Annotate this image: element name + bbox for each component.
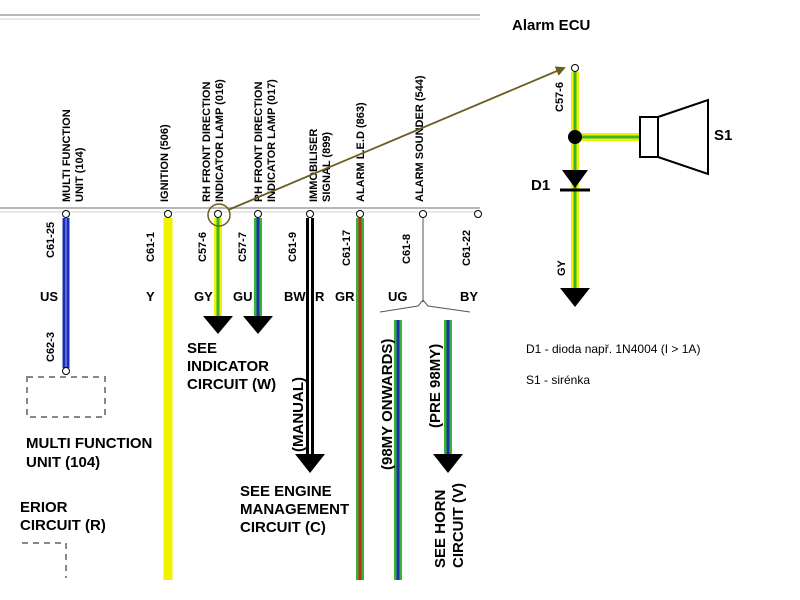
onwards-98my-label: (98MY ONWARDS) [379,339,396,470]
arrow-c57-7 [243,316,273,334]
mfu-label-2: UNIT (104) [26,454,100,471]
code-by: BY [460,289,478,304]
mfu-label-1: MULTI FUNCTION [26,435,152,452]
terminal-c57-7 [254,210,262,218]
arrow-pre-98my [433,454,463,473]
code-gy-ecu: GY [556,259,568,276]
conn-c61-9: C61-9 [287,232,299,262]
terminal-ecu-c57-6 [571,64,579,72]
terminal-c62-3 [62,367,70,375]
conn-c57-6: C57-6 [197,232,209,262]
multi-function-unit-box [26,376,106,418]
label-alarm-sounder: ALARM SOUNDER (544) [414,75,426,202]
label-d1: D1 [531,177,550,194]
note-s1: S1 - sirénka [526,373,590,387]
interior-label-1: ERIOR [20,499,68,516]
label-rh-front-017-2: INDICATOR LAMP (017) [266,79,278,202]
conn-ecu-c57-6: C57-6 [554,82,566,112]
diode-d1 [562,170,588,188]
code-gy: GY [194,289,213,304]
label-multi-function-1: MULTI FUNCTION [61,109,73,202]
diagram-title: Alarm ECU [512,17,590,34]
see-indicator-3: CIRCUIT (W) [187,376,276,393]
label-multi-function-2: UNIT (104) [74,147,86,202]
terminal-c61-1 [164,210,172,218]
junction-dot [568,130,582,144]
conn-c61-1: C61-1 [145,232,157,262]
terminal-c57-6 [214,210,222,218]
code-bw: BW [284,289,306,304]
label-rh-front-017-1: RH FRONT DIRECTION [253,82,265,202]
code-r: R [315,289,325,304]
terminal-c61-25 [62,210,70,218]
siren-s1-body [639,116,659,158]
annotation-circle [207,203,231,227]
pre-98my-label: (PRE 98MY) [427,344,444,428]
interior-label-2: CIRCUIT (R) [20,517,106,534]
wire-split-bracket [379,299,471,313]
see-indicator-2: INDICATOR [187,358,269,375]
conn-c61-25: C61-25 [45,222,57,258]
see-engine-3: CIRCUIT (C) [240,519,326,536]
conn-c61-17: C61-17 [341,230,353,266]
arrow-ecu-ground [560,288,590,307]
annotation-arrow [227,66,566,211]
conn-c57-7: C57-7 [237,232,249,262]
see-horn-2: CIRCUIT (V) [450,483,467,568]
terminal-c61-9 [306,210,314,218]
arrow-c57-6 [203,316,233,334]
arrow-c61-9 [295,454,325,473]
siren-s1-horn [657,98,709,176]
label-rh-front-016-2: INDICATOR LAMP (016) [214,79,226,202]
label-s1: S1 [714,127,732,144]
terminal-c61-8 [419,210,427,218]
see-indicator-1: SEE [187,340,217,357]
see-engine-1: SEE ENGINE [240,483,332,500]
label-ignition: IGNITION (506) [159,124,171,202]
interior-dashed-outline [22,542,67,578]
label-immobiliser-1: IMMOBILISER [308,129,320,202]
conn-c62-3: C62-3 [45,332,57,362]
see-engine-2: MANAGEMENT [240,501,349,518]
label-immobiliser-2: SIGNAL (899) [321,132,333,202]
code-gu: GU [233,289,253,304]
note-d1: D1 - dioda např. 1N4004 (I > 1A) [526,342,700,356]
see-horn-1: SEE HORN [432,490,449,568]
terminal-c61-17 [356,210,364,218]
code-y: Y [146,289,155,304]
code-us: US [40,289,58,304]
manual-label: (MANUAL) [290,377,307,452]
conn-c61-8: C61-8 [401,234,413,264]
code-gr: GR [335,289,355,304]
conn-c61-22: C61-22 [461,230,473,266]
label-rh-front-016-1: RH FRONT DIRECTION [201,82,213,202]
label-alarm-led: ALARM L.E.D (863) [355,102,367,202]
terminal-c61-22 [474,210,482,218]
code-ug: UG [388,289,408,304]
